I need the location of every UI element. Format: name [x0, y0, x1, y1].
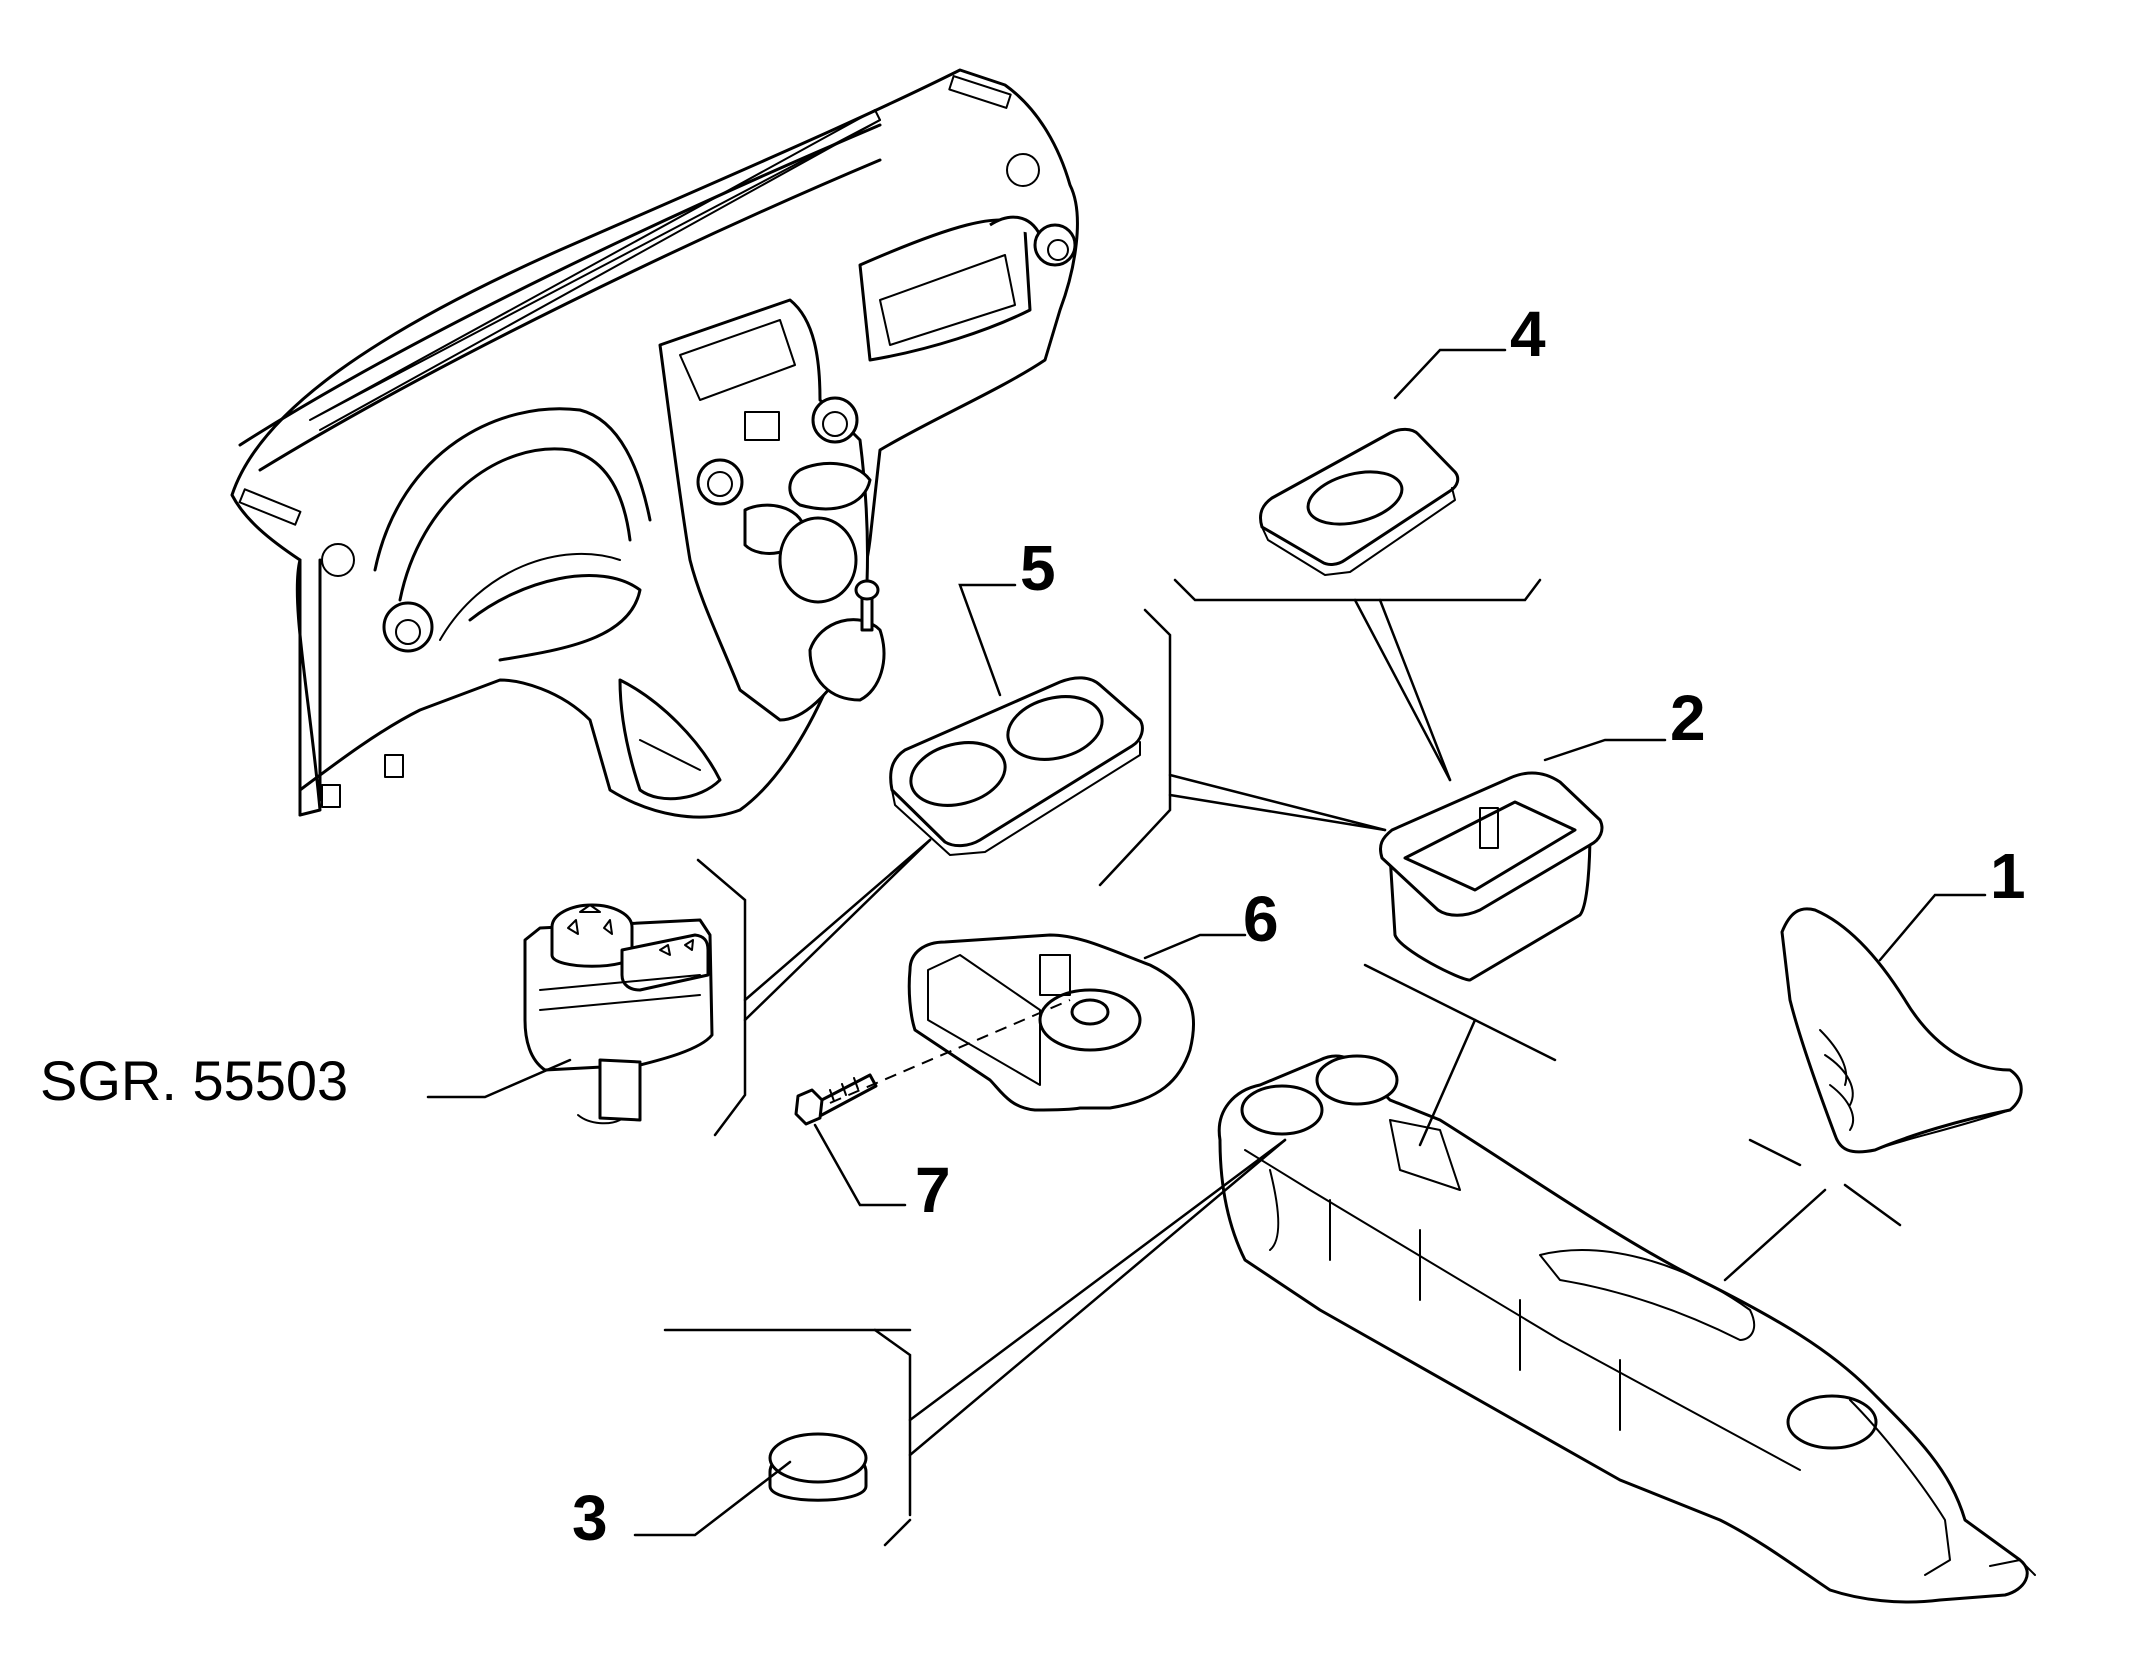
part-2-storage-bin: [1378, 771, 1604, 982]
part-5-cup-tray: [889, 676, 1144, 856]
callout-7: 7: [915, 1154, 951, 1226]
part-4-trim-cover: [1258, 427, 1460, 576]
center-console: [1217, 1054, 2036, 1604]
callout-3: 3: [572, 1482, 608, 1554]
part-3-round-plug: [768, 1432, 868, 1502]
callout-6: 6: [1243, 883, 1279, 955]
callout-5: 5: [1020, 532, 1056, 604]
switch-assembly: [523, 903, 714, 1125]
part-6-holder: [907, 933, 1196, 1112]
reference-label: SGR. 55503: [40, 1049, 348, 1112]
callout-4: 4: [1510, 298, 1546, 370]
callout-2: 2: [1670, 682, 1706, 754]
part-1-gear-boot: [1780, 907, 2023, 1154]
callout-1: 1: [1990, 840, 2026, 912]
part-7-screw: [794, 1073, 878, 1126]
leader-lines: [426, 348, 1987, 1547]
dashboard-illustration: [230, 68, 1079, 819]
